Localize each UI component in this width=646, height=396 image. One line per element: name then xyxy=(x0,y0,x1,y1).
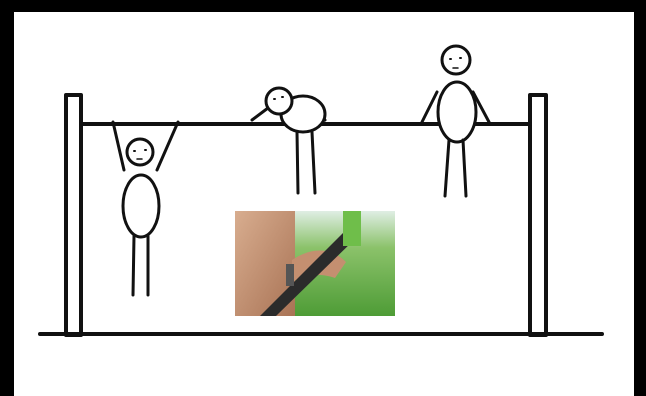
inset-photo xyxy=(235,211,395,316)
torso xyxy=(123,175,159,237)
left-leg xyxy=(133,236,134,295)
left-post xyxy=(66,95,81,335)
head xyxy=(266,88,292,114)
photo-wristband xyxy=(286,264,294,286)
head xyxy=(127,139,153,165)
photo-green-object xyxy=(343,211,361,246)
head xyxy=(442,46,470,74)
left-leg xyxy=(297,132,298,193)
right-post xyxy=(530,95,546,335)
torso xyxy=(438,82,476,142)
